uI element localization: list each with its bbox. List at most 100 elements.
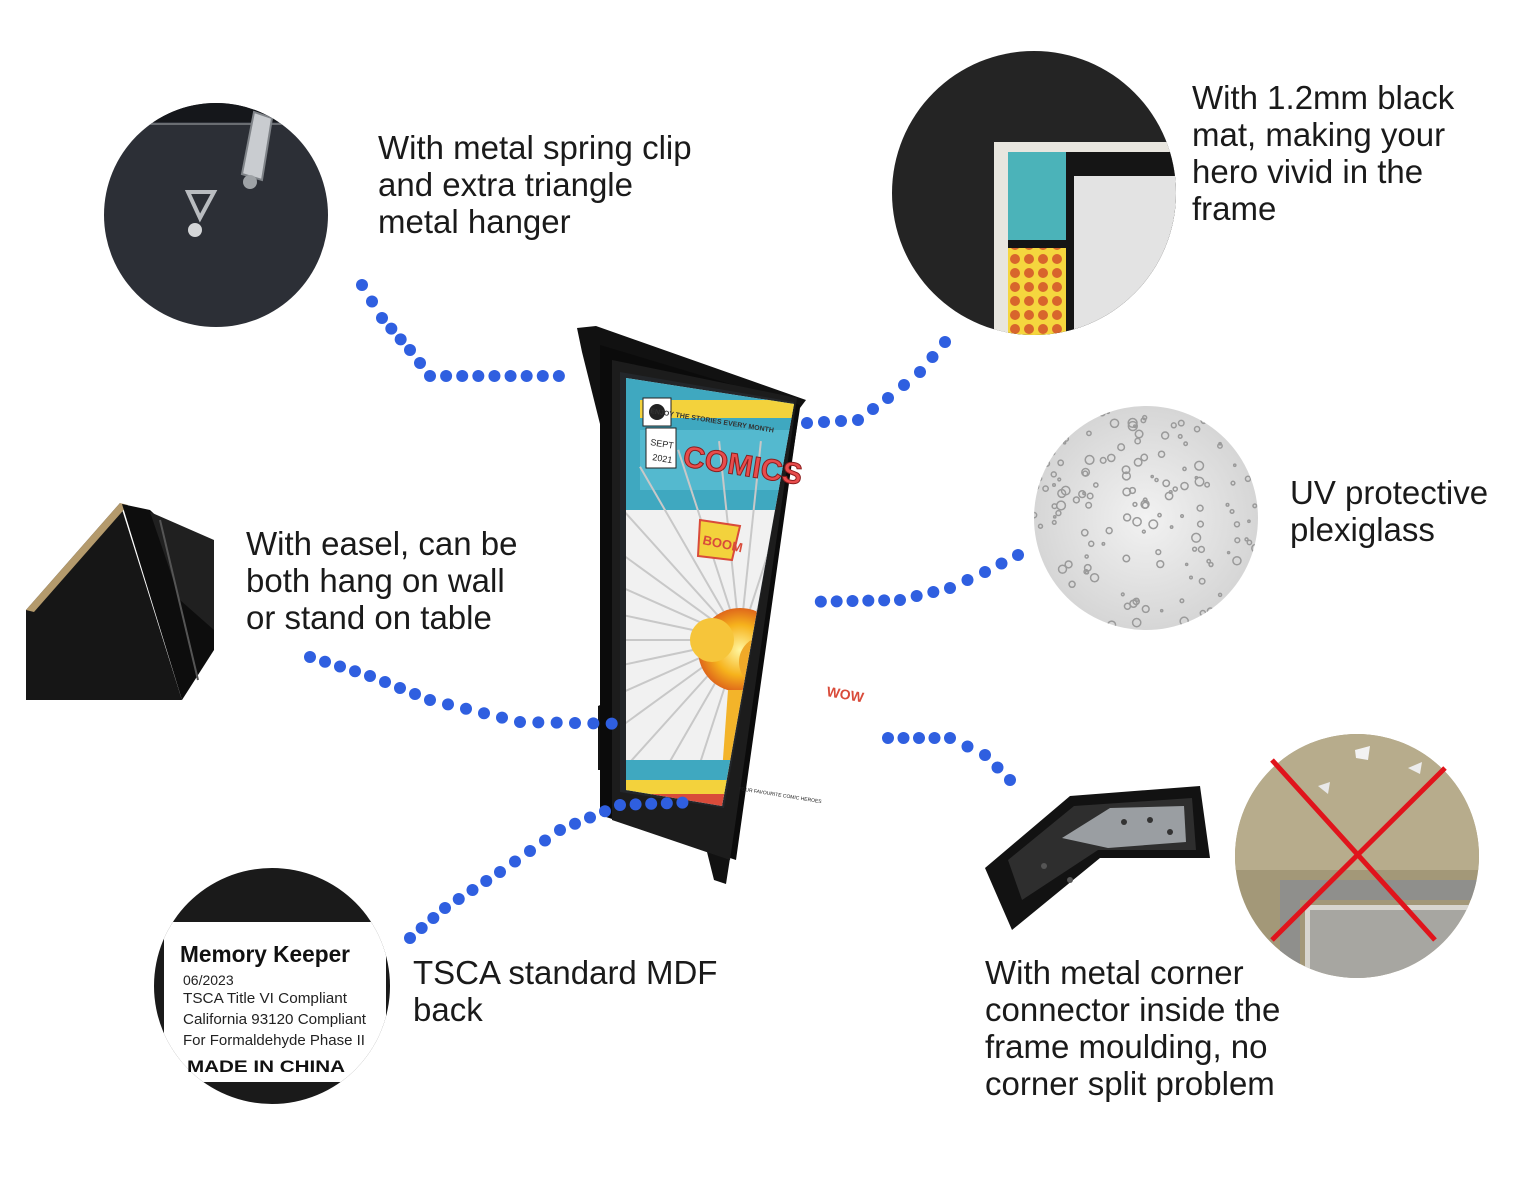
- water-droplet: [1177, 419, 1185, 427]
- connector-dot: [532, 716, 545, 729]
- water-droplet: [1122, 554, 1131, 563]
- connector-dot: [550, 716, 563, 729]
- water-droplet: [1084, 454, 1095, 465]
- connector-dot: [440, 370, 453, 382]
- label-line-1: TSCA Title VI Compliant: [183, 990, 348, 1007]
- water-droplet: [1101, 541, 1106, 546]
- water-droplet: [1159, 608, 1164, 613]
- water-droplet: [1242, 582, 1250, 589]
- water-droplet: [1050, 418, 1055, 424]
- caption-plexiglass: UV protective plexiglass: [1290, 474, 1489, 548]
- connector-dot: [379, 676, 391, 688]
- water-droplet: [1179, 598, 1185, 604]
- caption-mdf-back: TSCA standard MDF back: [413, 954, 718, 1028]
- water-droplet: [1193, 425, 1201, 433]
- water-droplet: [1133, 457, 1143, 467]
- water-droplet: [1060, 485, 1071, 496]
- water-droplet: [1050, 471, 1058, 478]
- water-droplet: [1168, 490, 1173, 495]
- black-mat-detail: [892, 51, 1176, 335]
- connector-dot: [979, 749, 991, 761]
- water-droplet: [1086, 430, 1092, 437]
- water-droplet: [1057, 564, 1068, 574]
- water-droplet: [1225, 502, 1230, 507]
- label-line-4: MADE IN CHINA: [187, 1057, 345, 1076]
- caption-black-mat: With 1.2mm black mat, making your hero v…: [1192, 79, 1455, 227]
- water-droplet: [1188, 575, 1194, 580]
- connector-black-mat: [801, 336, 951, 429]
- connector-dot: [818, 416, 830, 428]
- water-droplet: [1179, 513, 1185, 519]
- connector-dot: [898, 379, 910, 391]
- water-droplet: [1106, 453, 1116, 463]
- poster-footer: YOUR FAVOURITE COMIC HEROES: [738, 786, 823, 805]
- water-droplet: [1128, 486, 1137, 495]
- water-droplet: [1085, 414, 1092, 421]
- connector-dot: [424, 370, 436, 382]
- connector-dot: [427, 912, 440, 924]
- split-corner-detail: [1235, 734, 1479, 978]
- connector-dot: [509, 855, 521, 868]
- connector-dot: [424, 694, 436, 706]
- water-droplet: [1233, 521, 1241, 528]
- connector-dot: [496, 711, 508, 724]
- caption-spring-clip: With metal spring clip and extra triangl…: [378, 129, 692, 240]
- caption-corner-connector: With metal corner connector inside the f…: [985, 954, 1281, 1102]
- connector-dot: [882, 392, 894, 404]
- connector-dot: [1012, 549, 1024, 561]
- spring-clip-detail: [104, 103, 328, 327]
- water-droplet: [1246, 608, 1256, 619]
- water-droplet: [1122, 487, 1132, 497]
- water-droplet: [1062, 441, 1067, 445]
- action-ray: [739, 639, 794, 683]
- connector-dot: [554, 824, 566, 836]
- water-droplet: [1121, 465, 1131, 475]
- water-droplet: [1194, 476, 1205, 487]
- water-droplet: [1172, 486, 1179, 492]
- water-droplet: [1052, 514, 1057, 519]
- connector-dot: [927, 586, 940, 598]
- water-droplet: [1198, 577, 1206, 585]
- water-droplet: [1196, 520, 1205, 528]
- poster-wow: WOW: [825, 683, 865, 705]
- connector-dot: [349, 665, 361, 678]
- water-droplet: [1109, 418, 1120, 429]
- water-droplet: [1229, 508, 1235, 515]
- dotted-connectors: [304, 279, 1024, 944]
- water-droplet: [1217, 443, 1223, 449]
- caption-easel: With easel, can be both hang on wall or …: [246, 525, 518, 636]
- water-droplet: [1194, 475, 1199, 480]
- cross-icon: [1270, 758, 1447, 942]
- connector-dot: [304, 651, 316, 663]
- connector-dot: [801, 417, 813, 429]
- water-droplet: [1246, 539, 1253, 546]
- connector-dot: [939, 336, 951, 348]
- connector-dot: [867, 403, 879, 415]
- connector-dot: [605, 717, 618, 730]
- water-droplet: [1177, 433, 1183, 439]
- water-droplet: [1121, 471, 1132, 481]
- water-droplet: [1065, 608, 1074, 617]
- connector-dot: [614, 799, 626, 811]
- water-droplet: [1226, 550, 1231, 555]
- water-droplet: [1162, 479, 1171, 488]
- plexiglass-detail: [1034, 406, 1258, 630]
- connector-dot: [979, 566, 991, 578]
- action-ray: [739, 440, 762, 641]
- water-droplet: [1051, 519, 1057, 525]
- water-droplet: [1245, 579, 1256, 590]
- water-droplet: [1105, 526, 1113, 535]
- water-droplet: [1204, 481, 1211, 488]
- connector-dot: [569, 717, 581, 729]
- connector-dot: [629, 798, 642, 811]
- water-droplet: [1244, 475, 1252, 483]
- connector-dot: [539, 834, 551, 847]
- water-droplet: [1169, 525, 1174, 529]
- water-droplet: [1082, 470, 1089, 477]
- connector-dot: [645, 797, 658, 810]
- water-droplet: [1057, 459, 1065, 467]
- connector-dot: [835, 415, 847, 427]
- water-droplet: [1252, 503, 1258, 509]
- connector-dot: [414, 357, 426, 369]
- water-droplet: [1092, 482, 1099, 488]
